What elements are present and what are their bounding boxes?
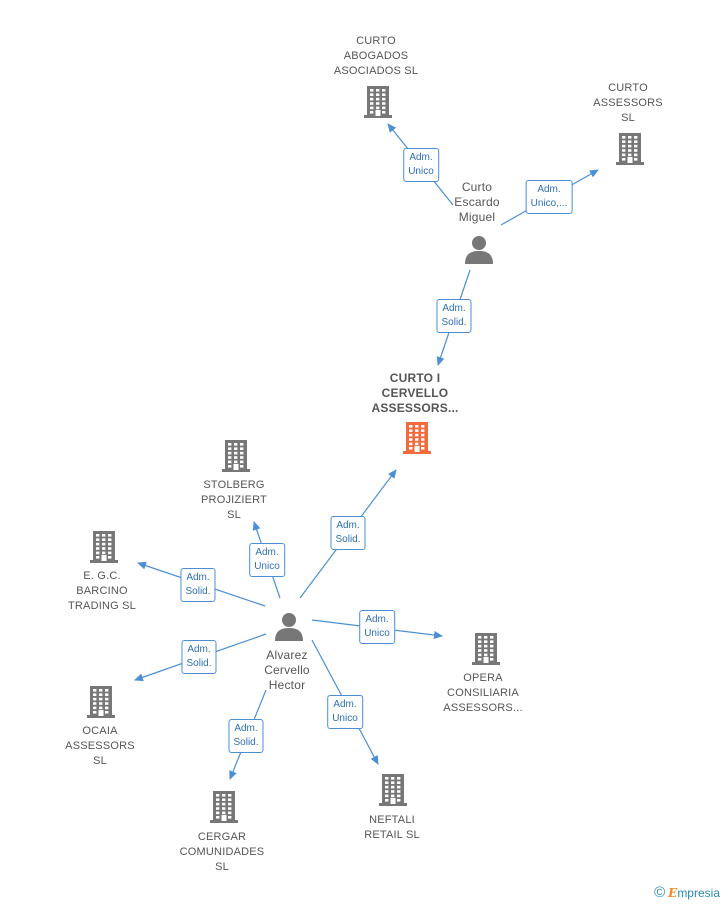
building-icon[interactable] — [87, 684, 115, 723]
building-icon[interactable] — [90, 529, 118, 568]
person-name-label[interactable]: Alvarez Cervello Hector — [264, 648, 310, 692]
company-name-label[interactable]: OCAIA ASSESSORS SL — [65, 725, 135, 767]
company-name-label[interactable]: E. G.C. BARCINO TRADING SL — [67, 570, 137, 612]
relation-label[interactable]: Adm. Solid. — [330, 516, 366, 550]
relation-label[interactable]: Adm. Solid. — [436, 299, 472, 333]
person-icon[interactable] — [464, 234, 494, 269]
company-name-label[interactable]: NEFTALI RETAIL SL — [364, 814, 420, 841]
company-name-label[interactable]: CURTO ASSESSORS SL — [593, 82, 663, 124]
brand-initial: E — [668, 886, 678, 900]
company-name-label[interactable]: CURTO ABOGADOS ASOCIADOS SL — [333, 35, 419, 77]
building-icon[interactable] — [616, 131, 644, 170]
person-name-label[interactable]: Curto Escardo Miguel — [454, 180, 500, 224]
relation-label[interactable]: Adm. Unico — [327, 695, 363, 729]
building-icon[interactable] — [364, 84, 392, 123]
building-icon[interactable] — [222, 438, 250, 477]
company-name-label[interactable]: CERGAR COMUNIDADES SL — [179, 831, 265, 873]
relation-label[interactable]: Adm. Solid. — [228, 719, 264, 753]
building-icon[interactable] — [379, 772, 407, 811]
footer-brand[interactable]: ©Empresia — [654, 884, 720, 901]
building-icon[interactable] — [472, 631, 500, 670]
copyright-symbol: © — [654, 884, 666, 901]
company-name-label[interactable]: OPERA CONSILIARIA ASSESSORS... — [443, 672, 523, 714]
company-name-label[interactable]: STOLBERG PROJIZIERT SL — [201, 479, 267, 521]
brand-name: mpresia — [677, 886, 720, 900]
relation-label[interactable]: Adm. Unico — [403, 148, 439, 182]
relation-label[interactable]: Adm. Unico — [359, 610, 395, 644]
relation-label[interactable]: Adm. Solid. — [181, 640, 217, 674]
person-icon[interactable] — [274, 611, 304, 646]
building-icon[interactable] — [210, 789, 238, 828]
building-icon[interactable] — [403, 420, 431, 459]
company-name-label[interactable]: CURTO I CERVELLO ASSESSORS... — [371, 371, 459, 415]
relation-label[interactable]: Adm. Unico,... — [525, 180, 573, 214]
relation-label[interactable]: Adm. Unico — [249, 543, 285, 577]
relation-label[interactable]: Adm. Solid. — [180, 568, 216, 602]
